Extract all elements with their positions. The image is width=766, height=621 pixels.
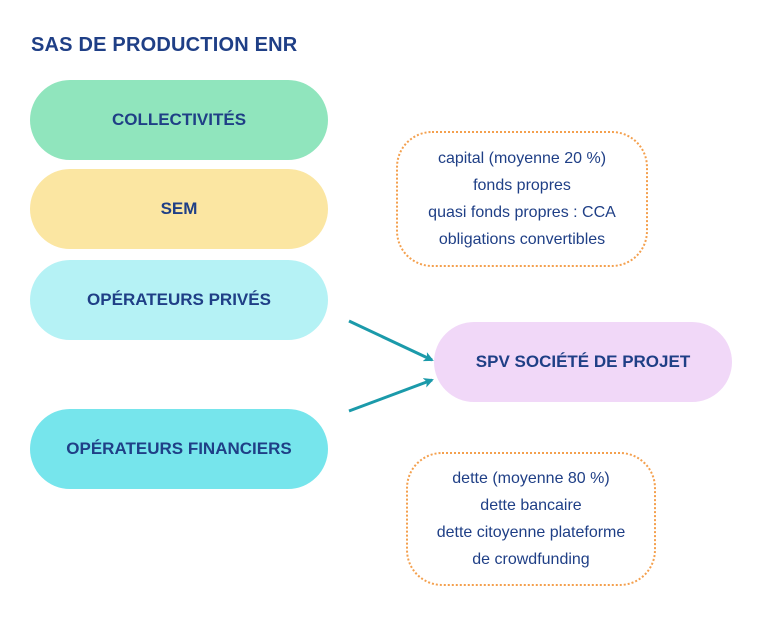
note-dette-line: dette bancaire (480, 497, 582, 514)
node-spv-label: SPV SOCIÉTÉ DE PROJET (475, 352, 691, 371)
note-dette-line: dette (moyenne 80 %) (452, 470, 610, 487)
note-capital-line: capital (moyenne 20 %) (437, 150, 607, 167)
node-operateurs-prives-label: OPÉRATEURS PRIVÉS (87, 290, 271, 309)
note-dette: dette (moyenne 80 %) dette bancaire dett… (406, 452, 656, 586)
note-capital: capital (moyenne 20 %) fonds propres qua… (396, 131, 648, 267)
note-capital-line: fonds propres (473, 177, 571, 194)
node-operateurs-financiers: OPÉRATEURS FINANCIERS (30, 409, 328, 489)
diagram-title: SAS DE PRODUCTION ENR (31, 34, 298, 56)
arrow-prives-to-spv (348, 319, 434, 362)
node-sem-label: SEM (160, 199, 198, 218)
note-dette-line: dette citoyenne plateforme (436, 524, 626, 541)
note-capital-line: quasi fonds propres : CCA (428, 204, 616, 221)
arrow-financiers-to-spv (348, 378, 434, 413)
node-operateurs-prives: OPÉRATEURS PRIVÉS (30, 260, 328, 340)
node-collectivites-label: COLLECTIVITÉS (111, 110, 247, 129)
node-spv: SPV SOCIÉTÉ DE PROJET (434, 322, 732, 402)
node-operateurs-financiers-label: OPÉRATEURS FINANCIERS (66, 439, 292, 458)
note-capital-line: obligations convertibles (438, 231, 606, 248)
node-collectivites: COLLECTIVITÉS (30, 80, 328, 160)
node-sem: SEM (30, 169, 328, 249)
note-dette-line: de crowdfunding (472, 551, 590, 568)
